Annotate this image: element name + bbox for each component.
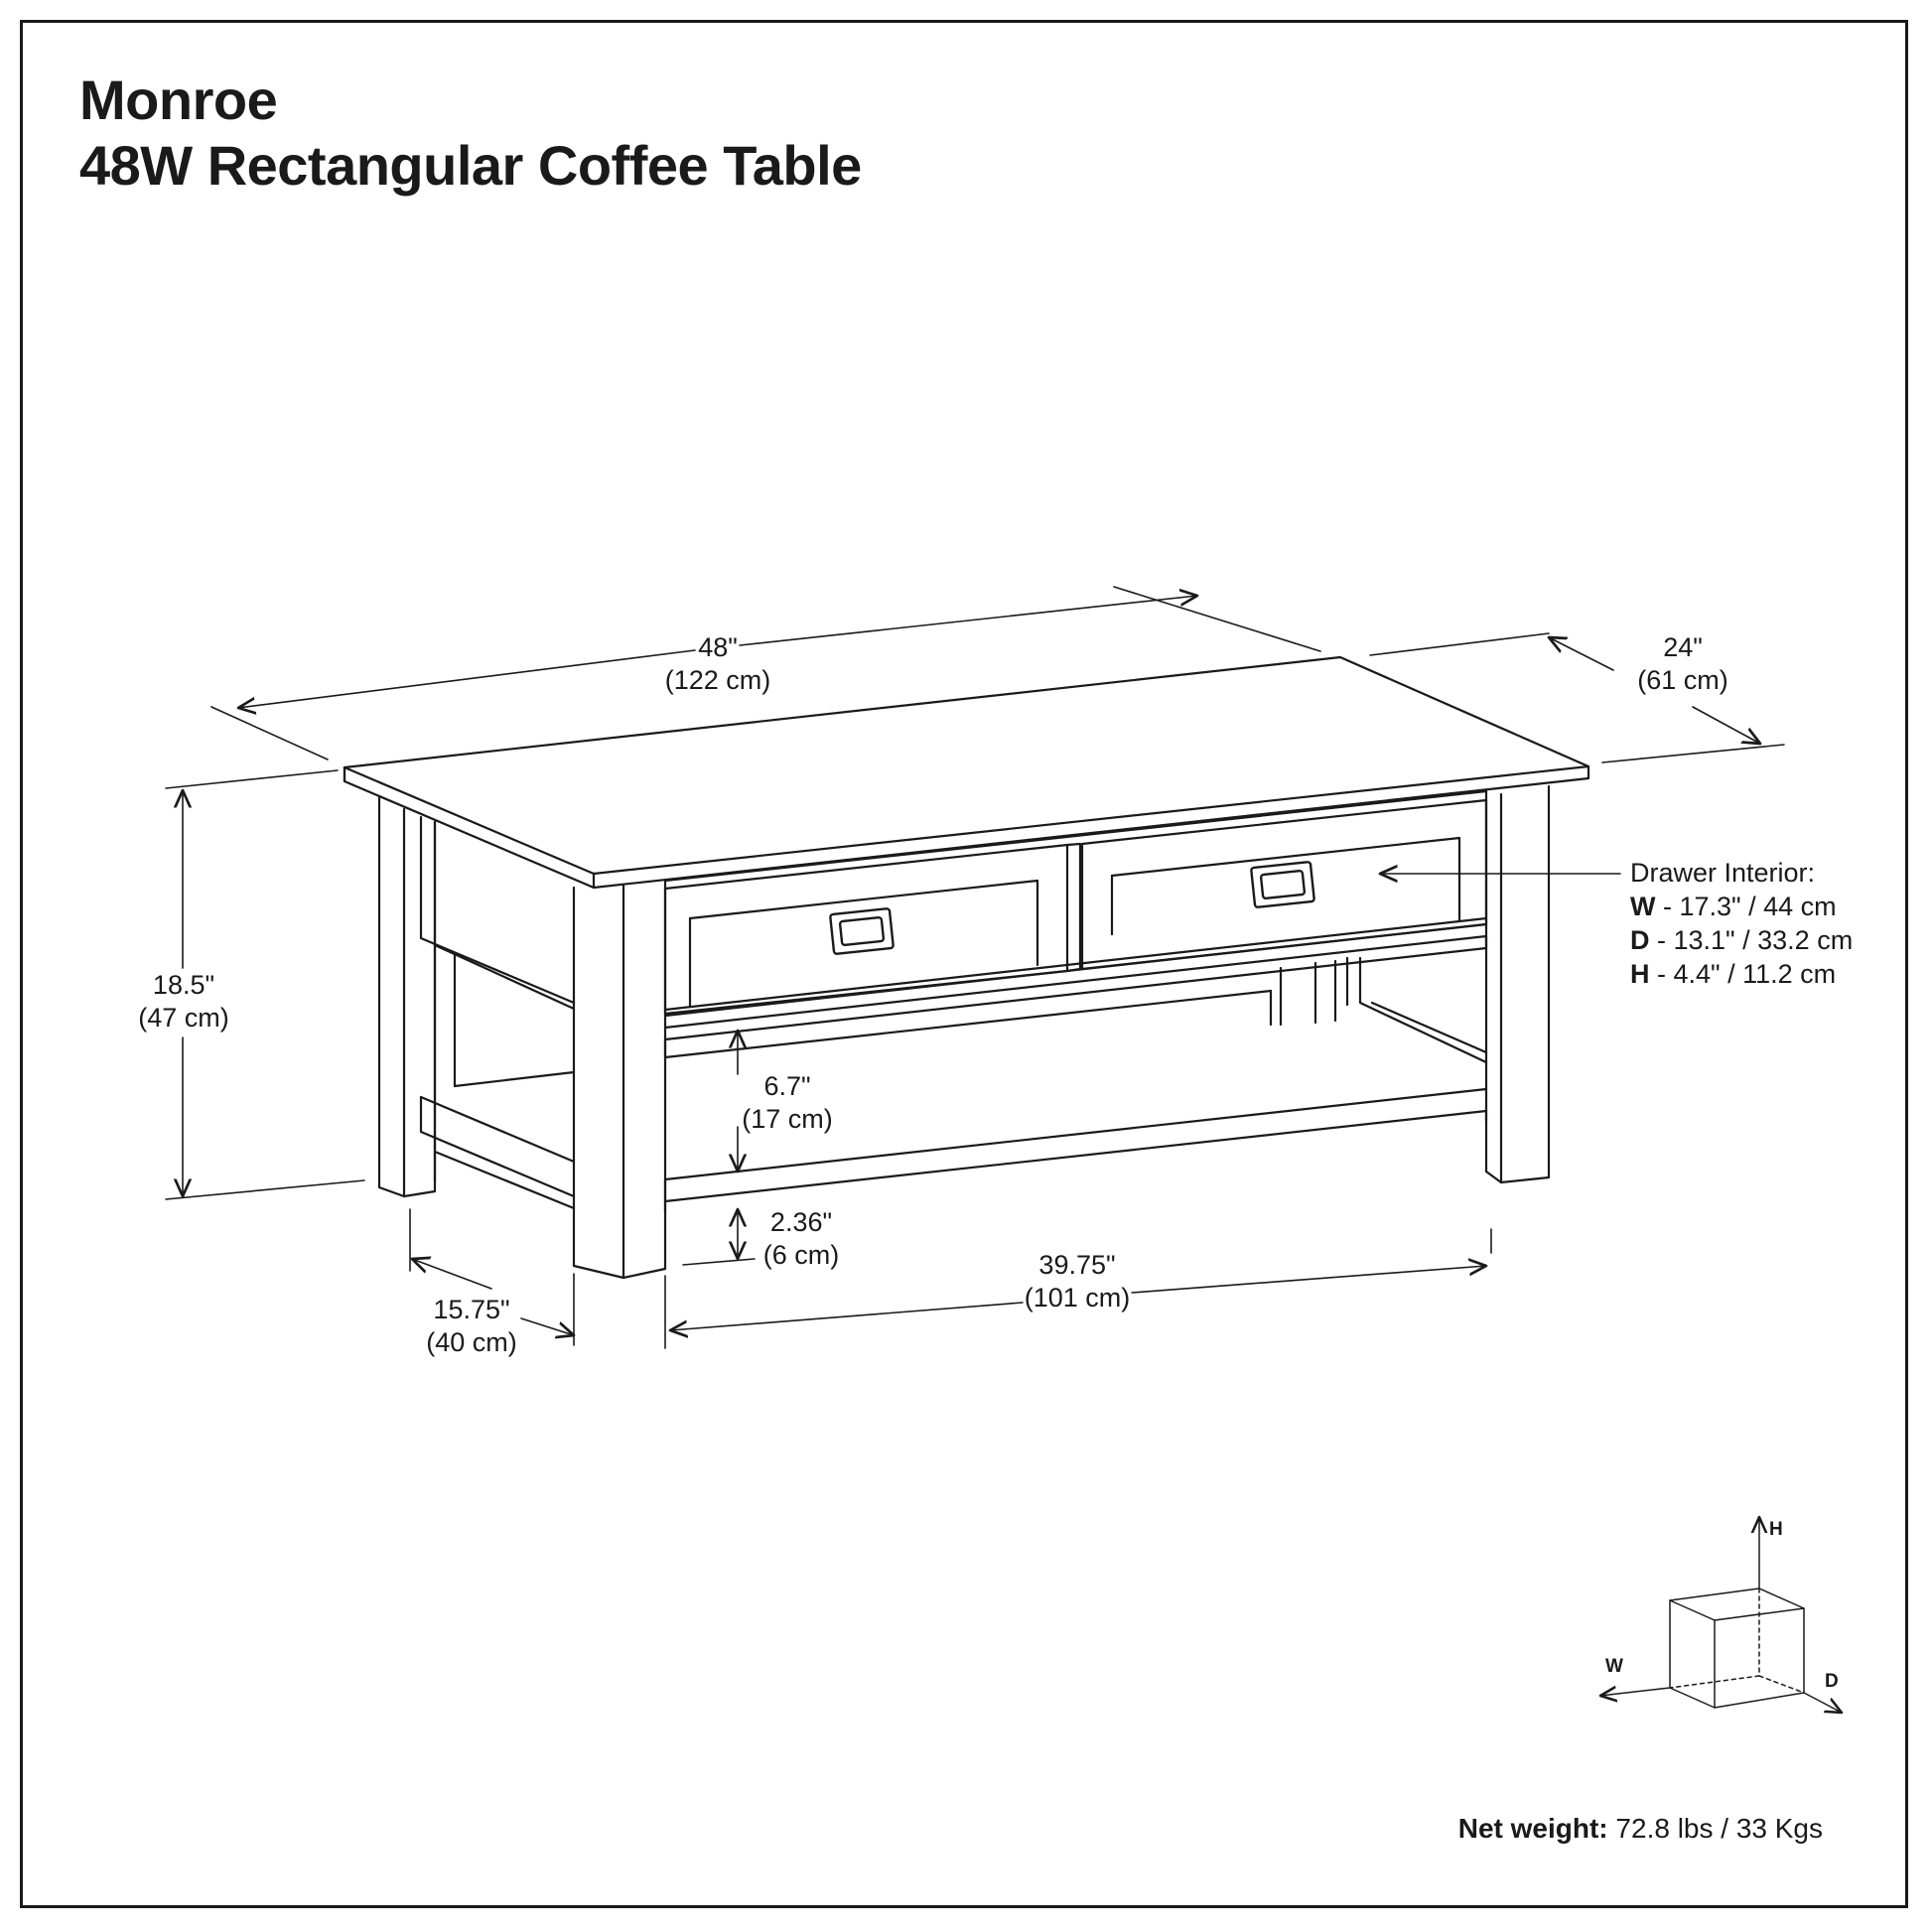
axis-label-d: D — [1825, 1671, 1839, 1692]
table-shelf — [663, 956, 1488, 1213]
label-inner-depth: 15.75" (40 cm) — [397, 1294, 546, 1359]
label-depth-imperial: 24" — [1663, 632, 1703, 662]
label-width: 48" (122 cm) — [643, 631, 792, 697]
drawer-value-w: 17.3" / 44 cm — [1679, 892, 1837, 921]
table-back-left-leg — [377, 794, 437, 1198]
drawer-value-h: 4.4" / 11.2 cm — [1673, 959, 1837, 989]
drawer-handle-left — [829, 907, 895, 955]
label-shelf-gap-imperial: 6.7" — [763, 1071, 811, 1101]
label-inner-width-metric: (101 cm) — [1024, 1283, 1131, 1312]
dimension-depth — [1369, 632, 1785, 763]
dimension-shelf-clearance — [682, 1209, 756, 1266]
table-back-right-leg — [1484, 784, 1551, 1184]
label-shelf-clearance-imperial: 2.36" — [769, 1207, 833, 1237]
table-front-left-leg — [572, 879, 667, 1280]
label-height-metric: (47 cm) — [138, 1003, 229, 1033]
drawer-interior-row-d: D - 13.1" / 33.2 cm — [1630, 923, 1853, 957]
label-inner-width: 39.75" (101 cm) — [1003, 1249, 1152, 1314]
drawer-sep-h: - — [1649, 959, 1674, 989]
label-shelf-clearance-metric: (6 cm) — [762, 1240, 840, 1270]
title-line-2: 48W Rectangular Coffee Table — [79, 134, 862, 197]
drawer-interior-callout: Drawer Interior: W - 17.3" / 44 cm D - 1… — [1630, 856, 1853, 991]
drawer-key-w: W — [1630, 892, 1656, 921]
label-width-imperial: 48" — [698, 632, 738, 662]
label-inner-width-imperial: 39.75" — [1038, 1250, 1116, 1280]
label-depth: 24" (61 cm) — [1608, 631, 1757, 697]
table-left-apron — [419, 815, 576, 1011]
drawer-interior-row-h: H - 4.4" / 11.2 cm — [1630, 957, 1853, 991]
drawer-left — [663, 842, 1082, 1016]
table-left-side-stretchers — [419, 943, 576, 1210]
axis-label-w: W — [1605, 1656, 1623, 1677]
product-title: Monroe 48W Rectangular Coffee Table — [79, 68, 862, 199]
label-height: 18.5" (47 cm) — [109, 969, 258, 1035]
drawer-handle-right — [1250, 861, 1315, 908]
dimension-height — [165, 769, 365, 1200]
drawer-key-d: D — [1630, 925, 1650, 955]
dimension-inner-depth — [409, 1208, 574, 1346]
net-weight: Net weight: 72.8 lbs / 33 Kgs — [1458, 1813, 1823, 1845]
net-weight-value: 72.8 lbs / 33 Kgs — [1607, 1813, 1823, 1844]
label-inner-depth-imperial: 15.75" — [433, 1295, 510, 1324]
title-line-1: Monroe — [79, 69, 278, 131]
dimension-width — [210, 586, 1321, 760]
label-width-metric: (122 cm) — [664, 665, 771, 695]
drawer-interior-row-w: W - 17.3" / 44 cm — [1630, 890, 1853, 923]
label-shelf-gap: 6.7" (17 cm) — [713, 1070, 862, 1136]
label-shelf-clearance: 2.36" (6 cm) — [727, 1206, 876, 1272]
drawer-key-h: H — [1630, 959, 1650, 989]
axis-cube-icon — [1600, 1517, 1842, 1713]
dimension-inner-width — [664, 1228, 1492, 1349]
net-weight-label: Net weight: — [1457, 1813, 1608, 1844]
outer-frame — [20, 20, 1908, 1908]
drawer-sep-d: - — [1649, 925, 1674, 955]
label-shelf-gap-metric: (17 cm) — [742, 1104, 833, 1134]
label-depth-metric: (61 cm) — [1637, 665, 1728, 695]
table-top — [343, 655, 1590, 890]
drawer-sep-w: - — [1655, 892, 1680, 921]
label-height-imperial: 18.5" — [152, 970, 215, 1000]
drawer-value-d: 13.1" / 33.2 cm — [1673, 925, 1854, 955]
label-inner-depth-metric: (40 cm) — [426, 1327, 517, 1357]
drawer-interior-heading: Drawer Interior: — [1630, 858, 1816, 888]
axis-label-h: H — [1769, 1519, 1783, 1540]
